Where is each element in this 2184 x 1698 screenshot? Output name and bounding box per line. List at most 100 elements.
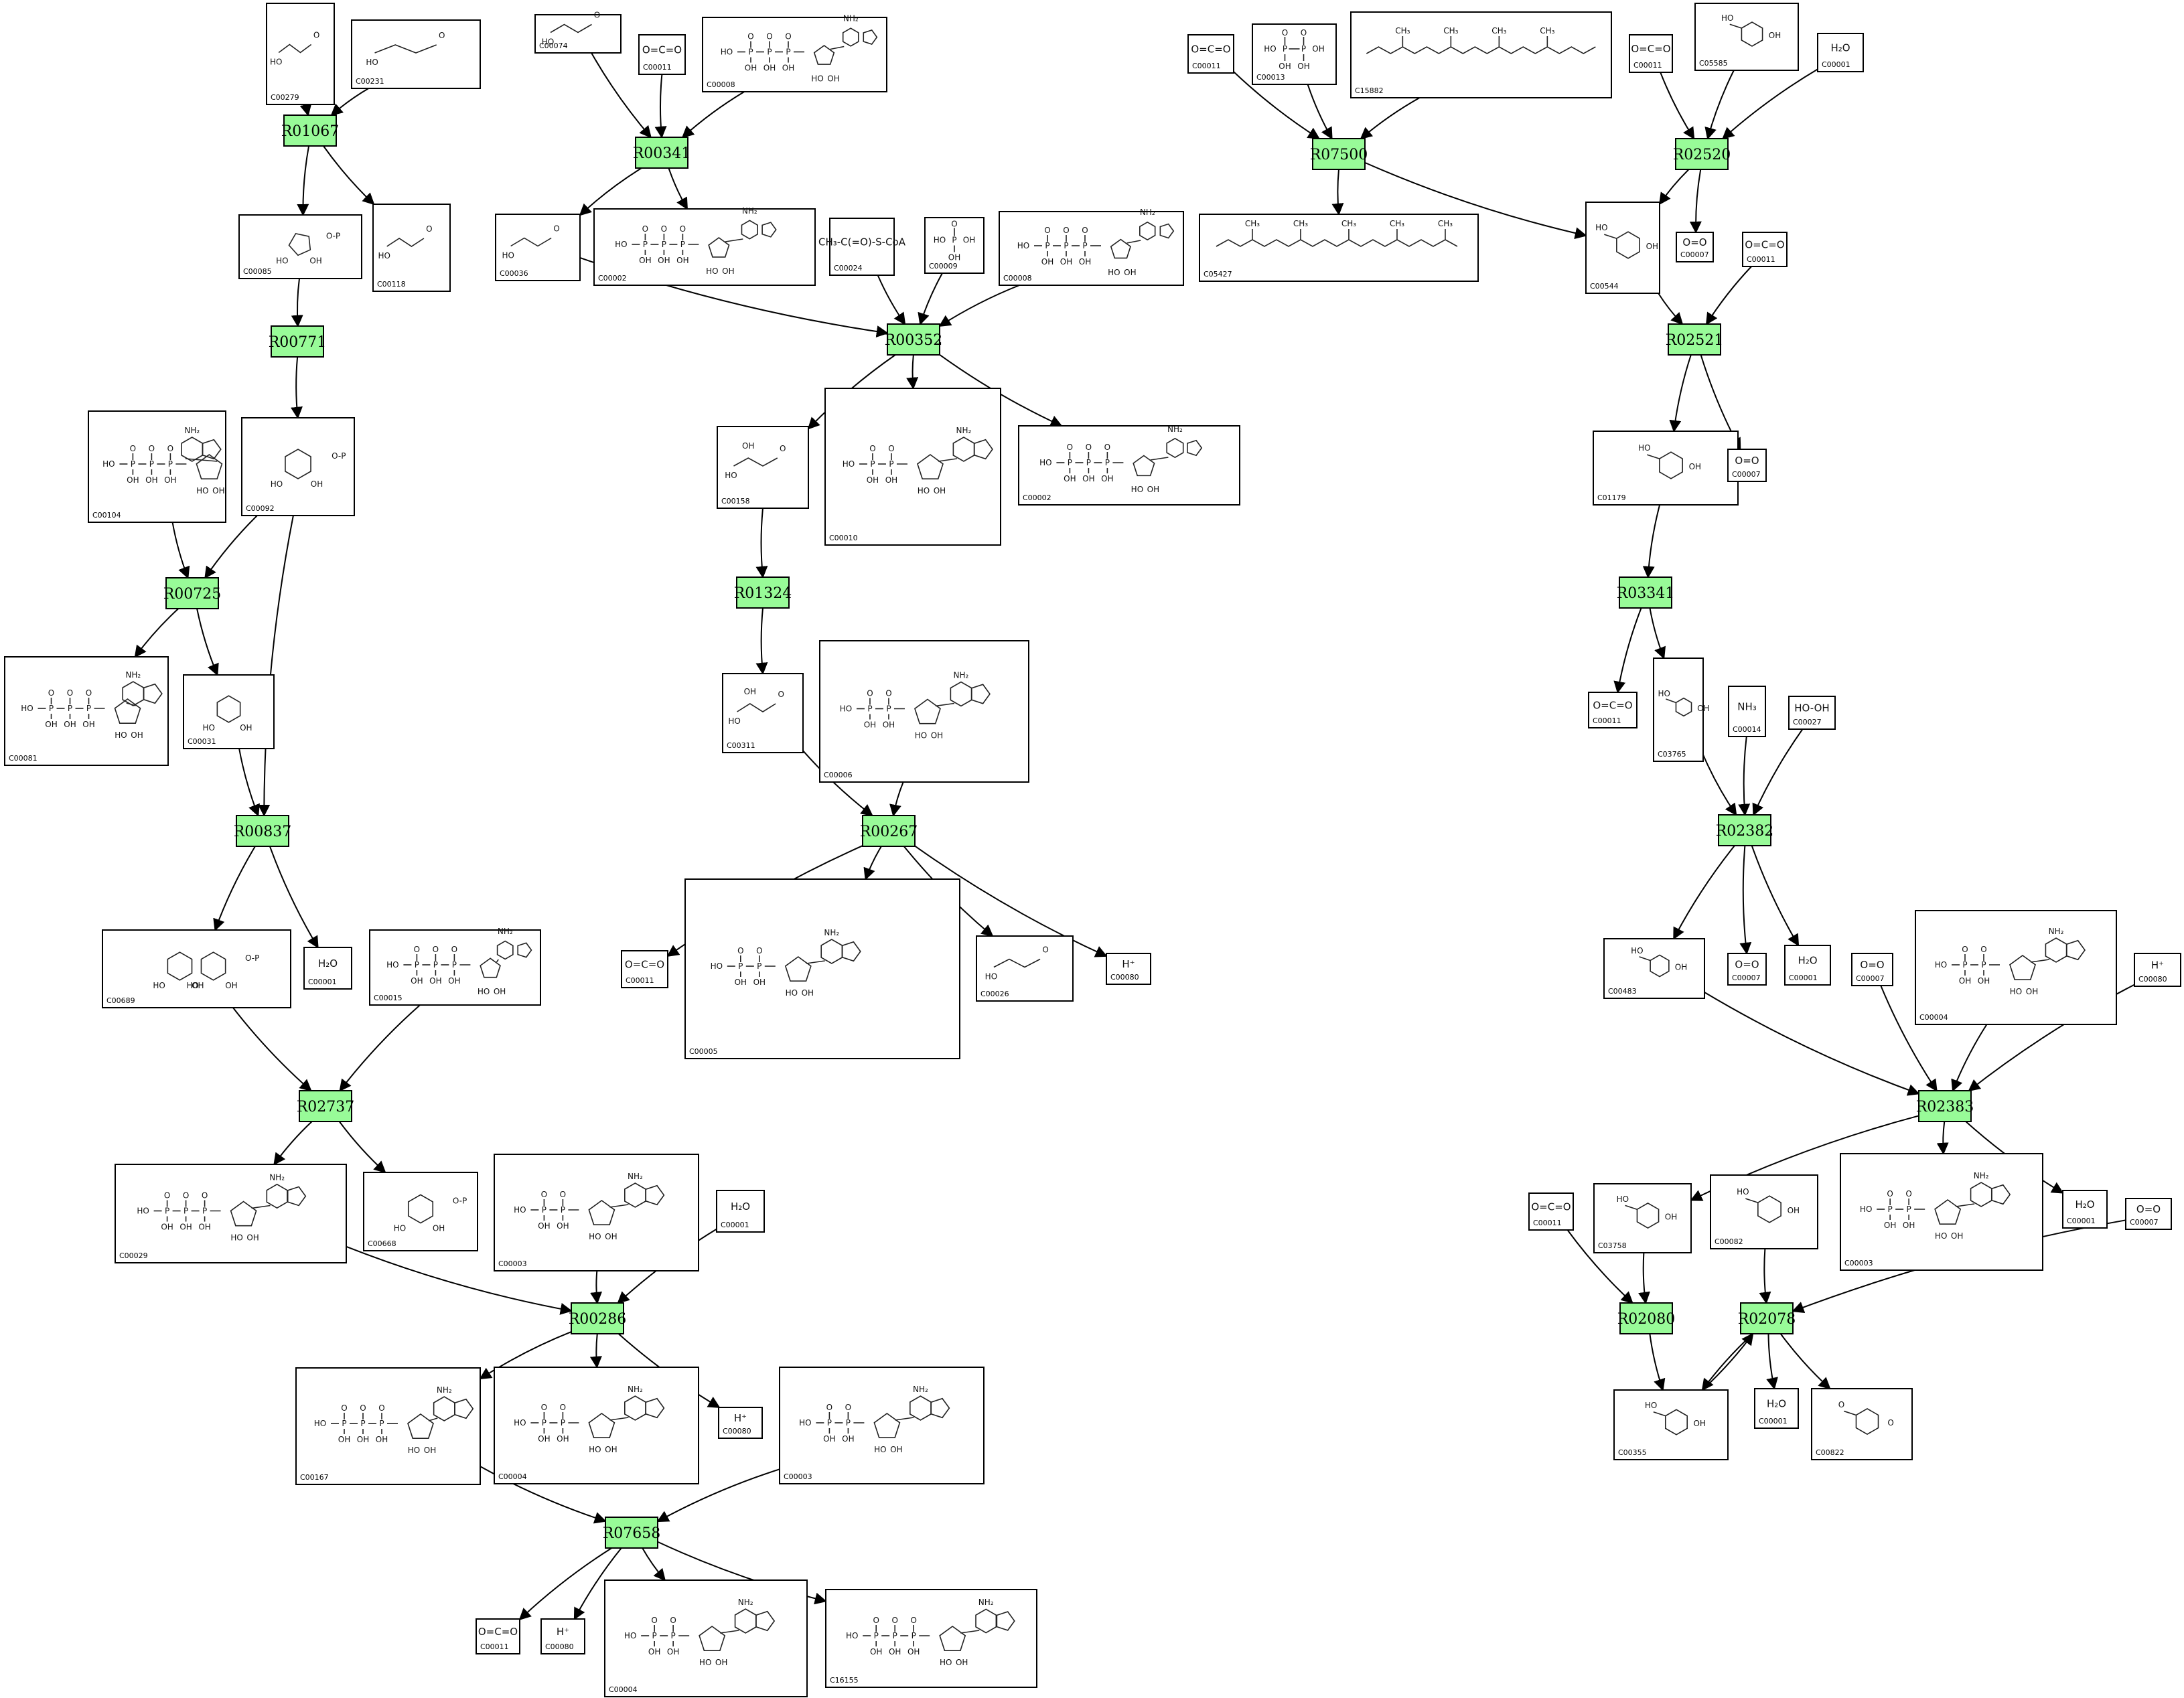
compound-id-label: C00689: [106, 996, 135, 1005]
reaction-r07500[interactable]: R07500: [1310, 138, 1368, 170]
compound-c00080[interactable]: H⁺C00080: [2134, 953, 2181, 987]
svg-text:HO: HO: [985, 972, 997, 982]
svg-text:OH: OH: [715, 1658, 727, 1667]
svg-text:P: P: [846, 1418, 851, 1427]
reaction-r00352[interactable]: R00352: [885, 323, 943, 356]
reaction-r02080[interactable]: R02080: [1617, 1302, 1676, 1334]
svg-text:P: P: [870, 459, 875, 469]
reaction-r01324[interactable]: R01324: [734, 576, 792, 609]
reaction-r02737[interactable]: R02737: [297, 1090, 355, 1122]
reaction-edge: [1364, 161, 1587, 240]
reaction-r00341[interactable]: R00341: [633, 137, 691, 169]
compound-c00080[interactable]: H⁺C00080: [1106, 953, 1151, 985]
reaction-r00267[interactable]: R00267: [860, 815, 918, 847]
svg-text:P: P: [662, 240, 666, 249]
svg-text:OH: OH: [433, 1224, 445, 1233]
reaction-r02078[interactable]: R02078: [1738, 1302, 1796, 1334]
structure-co2: O=C=O: [1745, 239, 1784, 251]
svg-text:HO: HO: [514, 1205, 526, 1215]
reaction-r00286[interactable]: R00286: [569, 1302, 627, 1334]
reaction-r01067[interactable]: R01067: [281, 114, 340, 147]
reaction-r00725[interactable]: R00725: [163, 577, 222, 609]
reaction-r00837[interactable]: R00837: [234, 815, 292, 847]
reaction-r03341[interactable]: R03341: [1617, 576, 1675, 609]
reaction-r02382[interactable]: R02382: [1716, 814, 1774, 846]
reaction-r00771[interactable]: R00771: [269, 325, 327, 358]
reaction-r02383[interactable]: R02383: [1916, 1090, 1974, 1122]
compound-c00080[interactable]: H⁺C00080: [718, 1407, 763, 1439]
compound-c00080[interactable]: H⁺C00080: [540, 1618, 585, 1654]
reaction-r02521[interactable]: R02521: [1666, 323, 1724, 356]
reaction-r07658[interactable]: R07658: [603, 1517, 661, 1549]
reaction-r02520[interactable]: R02520: [1673, 138, 1731, 170]
